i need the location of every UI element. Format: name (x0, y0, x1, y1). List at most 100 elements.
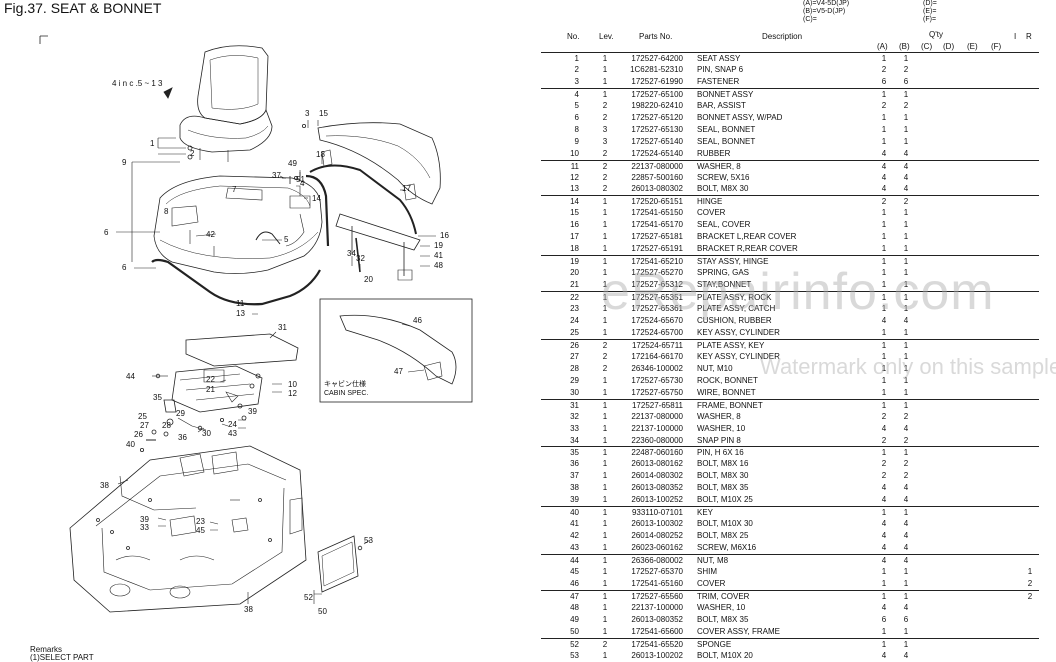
row-no: 28 (570, 363, 579, 373)
row-qty-a: 1 (881, 639, 887, 649)
row-no: 21 (570, 280, 579, 290)
row-part-number: 172541-65160 (631, 578, 683, 588)
row-no: 11 (570, 161, 579, 171)
row-qty-a: 1 (881, 375, 887, 385)
row-part-number: 198220-62410 (631, 100, 683, 110)
row-description: SEAL, COVER (697, 220, 751, 230)
callout-43: 43 (228, 429, 237, 438)
row-qty-b: 1 (903, 639, 909, 649)
row-description: COVER (697, 578, 726, 588)
row-qty-b: 4 (903, 161, 909, 171)
row-level: 3 (602, 136, 608, 146)
row-description: PLATE ASSY, CATCH (697, 304, 776, 314)
row-level: 1 (602, 483, 608, 493)
row-no: 15 (570, 208, 579, 218)
watermark-note: Watermark only on this sample (760, 354, 1056, 379)
row-no: 3 (574, 76, 579, 86)
row-description: NUT, M10 (697, 363, 733, 373)
callout-25: 25 (138, 412, 147, 421)
row-no: 14 (570, 197, 579, 207)
row-qty-b: 2 (903, 459, 909, 469)
callout-13: 13 (236, 309, 245, 318)
row-part-number: 172527-65120 (631, 112, 683, 122)
row-part-number: 22487-060160 (631, 448, 683, 458)
row-description: WASHER, 10 (697, 423, 746, 433)
callout-49: 49 (288, 159, 297, 168)
row-level: 1 (602, 448, 608, 458)
parts-list-panel: (A)=V4-5D(JP) (B)=V5-D(JP) (C)= (D)= (E)… (541, 0, 1056, 662)
row-qty-b: 1 (903, 124, 909, 134)
row-qty-a: 6 (881, 76, 887, 86)
row-no: 6 (574, 112, 579, 122)
row-level: 1 (602, 591, 608, 601)
col-f: (F) (991, 42, 1002, 51)
row-qty-a: 1 (881, 304, 887, 314)
row-no: 23 (570, 304, 579, 314)
callout-53: 53 (364, 536, 373, 545)
row-description: COVER ASSY, FRAME (697, 626, 780, 636)
row-no: 50 (570, 626, 579, 636)
callout-51: 51 (296, 175, 305, 184)
row-part-number: 172524-65700 (631, 327, 683, 337)
row-qty-b: 1 (903, 208, 909, 218)
row-description: BOLT, M8X 25 (697, 531, 749, 541)
frame-bonnet-drawing (185, 333, 299, 367)
row-part-number: 172527-65811 (631, 400, 683, 410)
row-qty-b: 4 (903, 602, 909, 612)
row-description: SNAP PIN 8 (697, 435, 741, 445)
row-qty-b: 4 (903, 315, 909, 325)
row-level: 1 (602, 614, 608, 624)
row-qty-b: 6 (903, 76, 909, 86)
row-qty-a: 4 (881, 315, 887, 325)
callout-1: 1 (150, 139, 155, 148)
row-qty-a: 1 (881, 508, 887, 518)
row-description: SCREW, 5X16 (697, 172, 750, 182)
row-qty-b: 2 (903, 471, 909, 481)
row-description: SEAT ASSY (697, 54, 741, 63)
row-no: 38 (570, 483, 579, 493)
row-level: 1 (602, 650, 608, 660)
row-part-number: 26013-100302 (631, 519, 683, 529)
row-no: 39 (570, 495, 579, 505)
row-no: 17 (570, 232, 579, 242)
row-description: SEAL, BONNET (697, 136, 756, 146)
row-part-number: 172527-65270 (631, 268, 683, 278)
row-part-number: 172527-65361 (631, 304, 683, 314)
row-part-number: 172527-65730 (631, 375, 683, 385)
figure-title: Fig.37. SEAT & BONNET (4, 0, 162, 16)
row-qty-a: 1 (881, 327, 887, 337)
callout-28: 28 (162, 421, 171, 430)
row-part-number: 172527-65560 (631, 591, 683, 601)
row-no: 29 (570, 375, 579, 385)
cabin-spec-box (319, 298, 473, 403)
row-level: 1 (602, 220, 608, 230)
row-qty-b: 1 (903, 327, 909, 337)
row-no: 20 (570, 268, 579, 278)
callout-42: 42 (206, 230, 215, 239)
row-level: 1 (602, 375, 608, 385)
col-description: Description (762, 32, 803, 41)
row-qty-b: 1 (903, 400, 909, 410)
col-qty: Q'ty (929, 30, 943, 39)
row-part-number: 172541-65210 (631, 257, 683, 267)
row-level: 3 (602, 124, 608, 134)
row-part-number: 26013-080302 (631, 184, 683, 194)
row-part-number: 172527-65181 (631, 232, 683, 242)
callout-19: 19 (434, 241, 443, 250)
row-qty-b: 4 (903, 650, 909, 660)
row-qty-a: 1 (881, 448, 887, 458)
row-qty-a: 1 (881, 351, 887, 361)
col-r: R (1026, 32, 1032, 41)
row-part-number: 172541-65600 (631, 626, 683, 636)
row-qty-a: 1 (881, 626, 887, 636)
row-no: 25 (570, 327, 579, 337)
row-qty-b: 4 (903, 483, 909, 493)
